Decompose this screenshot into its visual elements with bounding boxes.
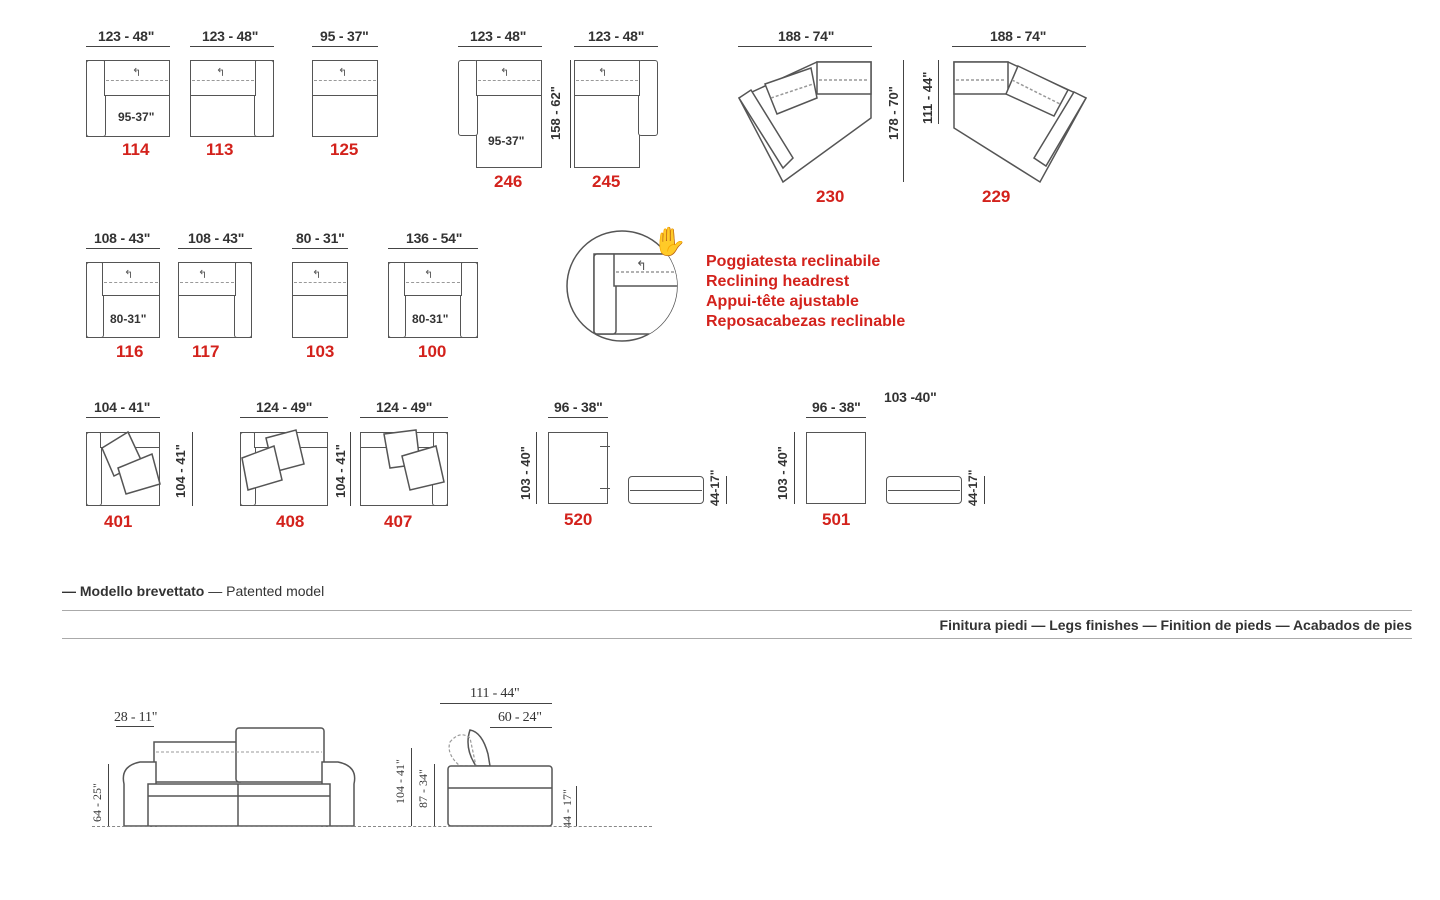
recline-arrow-icon: ↰ (198, 269, 208, 281)
dim-label: 188 - 74" (990, 28, 1047, 44)
dim-label: 96 - 38" (554, 399, 603, 415)
model-code: 117 (192, 342, 220, 361)
dim-label: 111 - 44" (470, 686, 520, 701)
model-code: 113 (206, 140, 234, 159)
recline-arrow-icon: ↰ (598, 67, 608, 79)
dim-vertical: 104 - 41" (333, 444, 348, 498)
dim-vertical: 158 - 62" (548, 86, 563, 140)
dim-label: 123 - 48" (470, 28, 527, 44)
dim-vertical: 87 - 34" (416, 769, 430, 808)
dim-label: 80 - 31" (296, 230, 345, 246)
cushions-drawing (383, 429, 445, 491)
model-code: 501 (822, 510, 851, 529)
recline-arrow-icon: ↰ (424, 269, 434, 281)
model-code: 245 (592, 172, 621, 191)
headrest-label-fr: Appui-tête ajustable (706, 293, 859, 310)
dim-label: 28 - 11" (114, 710, 158, 725)
recline-arrow-icon: ↰ (500, 67, 510, 79)
dim-label: 95 - 37" (320, 28, 369, 44)
headrest-label-it: Poggiatesta reclinabile (706, 253, 881, 270)
model-code: 246 (494, 172, 523, 191)
inner-dim: 95-37" (118, 110, 155, 124)
dim-vertical: 103 - 40" (518, 446, 533, 500)
hand-icon: ✋ (652, 226, 687, 257)
inner-dim: 80-31" (412, 312, 449, 326)
model-code: 116 (116, 342, 144, 361)
divider (62, 610, 1412, 611)
model-code: 407 (384, 512, 413, 531)
dim-vertical: 104 - 41" (393, 759, 407, 804)
svg-text:↰: ↰ (636, 259, 647, 274)
dim-label: 136 - 54" (406, 230, 463, 246)
corner-module-drawing (737, 61, 872, 184)
dim-vertical: 44-17" (966, 469, 980, 506)
recline-arrow-icon: ↰ (132, 67, 142, 79)
headrest-label-en: Reclining headrest (706, 273, 850, 290)
divider (62, 638, 1412, 639)
model-code: 520 (564, 510, 593, 529)
recline-arrow-icon: ↰ (124, 269, 134, 281)
floor-line (92, 826, 652, 827)
dim-vertical: 103 - 40" (775, 446, 790, 500)
cushions-drawing (101, 430, 161, 495)
dim-vertical: 104 - 41" (173, 444, 188, 498)
sofa-side-drawing (447, 729, 553, 827)
recline-arrow-icon: ↰ (338, 67, 348, 79)
dim-label: 103 -40" (884, 389, 937, 405)
model-code: 114 (122, 140, 150, 159)
model-code: 401 (104, 512, 133, 531)
dim-label: 123 - 48" (588, 28, 645, 44)
patent-rest: — Patented model (204, 583, 325, 599)
dim-label: 108 - 43" (94, 230, 151, 246)
headrest-zoom-drawing: ↰ (566, 230, 678, 342)
inner-dim: 95-37" (488, 134, 525, 148)
model-code: 125 (330, 140, 359, 159)
dim-vertical: 64 - 25" (90, 783, 104, 822)
dim-label: 108 - 43" (188, 230, 245, 246)
dim-label: 123 - 48" (98, 28, 155, 44)
dim-label: 124 - 49" (256, 399, 313, 415)
dim-label: 123 - 48" (202, 28, 259, 44)
dim-label: 96 - 38" (812, 399, 861, 415)
model-code: 100 (418, 342, 447, 361)
dim-label: 104 - 41" (94, 399, 151, 415)
dim-label: 124 - 49" (376, 399, 433, 415)
model-code: 103 (306, 342, 335, 361)
cushions-drawing (241, 429, 305, 491)
recline-arrow-icon: ↰ (312, 269, 322, 281)
corner-module-drawing (953, 61, 1088, 184)
model-code: 230 (816, 187, 845, 206)
dim-label: 60 - 24" (498, 710, 542, 725)
sofa-front-drawing (122, 727, 356, 827)
patent-note: — Modello brevettato — Patented model (62, 583, 324, 599)
legs-finishes-title: Finitura piedi — Legs finishes — Finitio… (939, 617, 1412, 633)
model-code: 229 (982, 187, 1011, 206)
inner-dim: 80-31" (110, 312, 147, 326)
dim-vertical: 178 - 70" (886, 86, 901, 140)
dim-vertical: 111 - 44" (920, 71, 935, 124)
patent-bold: — Modello brevettato (62, 583, 205, 599)
dim-vertical: 44-17" (708, 469, 722, 506)
headrest-label-es: Reposacabezas reclinable (706, 313, 906, 330)
dim-vertical: 44 - 17" (560, 789, 574, 828)
model-code: 408 (276, 512, 305, 531)
recline-arrow-icon: ↰ (216, 67, 226, 79)
dim-label: 188 - 74" (778, 28, 835, 44)
